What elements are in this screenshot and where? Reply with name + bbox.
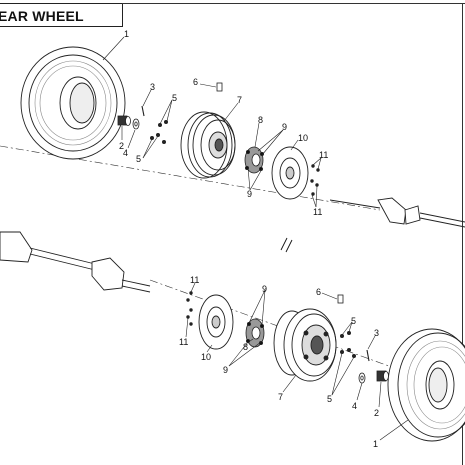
- callout-upper-screws-top: 11: [319, 150, 328, 160]
- callout-lower-pin: 3: [374, 328, 379, 338]
- callout-upper-studs-bottom: 9: [247, 189, 252, 199]
- callout-lower-washer: 4: [352, 401, 357, 411]
- upper-washer: [132, 118, 140, 130]
- upper-bolts: [150, 120, 168, 144]
- callout-upper-rim: 7: [237, 95, 242, 105]
- callout-upper-studs-top: 9: [282, 122, 287, 132]
- callout-lower-bolts-bottom: 5: [327, 394, 332, 404]
- upper-driveshaft: [329, 197, 465, 228]
- callout-upper-screws-bottom: 11: [313, 207, 322, 217]
- lower-rim: [273, 308, 337, 382]
- callout-lower-bolts-top: 5: [351, 316, 356, 326]
- callout-lower-rim: 7: [278, 392, 283, 402]
- upper-rim: [180, 111, 236, 179]
- lower-washer: [358, 372, 366, 384]
- callout-upper-pin: 3: [150, 82, 155, 92]
- callout-upper-disc: 10: [298, 133, 308, 143]
- callout-lower-tire: 1: [373, 439, 378, 449]
- callout-lower-nut: 2: [374, 408, 379, 418]
- lower-driveshaft: [0, 231, 151, 293]
- callout-lower-studs-top: 9: [262, 284, 267, 294]
- callout-lower-disc: 10: [201, 352, 211, 362]
- callout-lower-screws-top: 11: [190, 275, 199, 285]
- upper-nut: [117, 115, 131, 126]
- lower-disc: [198, 294, 234, 350]
- callouts-upper: 1 2 3 4 5 5 6 7 8 9 9 10 11 11: [119, 29, 328, 217]
- axis-lines: [0, 145, 401, 371]
- callouts-lower: 11 11 10 9 9 8 6 7 5 5 3 4 2 1: [179, 275, 379, 449]
- upper-tire: [20, 46, 126, 160]
- upper-screws: [310, 164, 320, 196]
- title-box: EAR WHEEL: [0, 3, 123, 27]
- break-marks: [280, 237, 293, 253]
- lower-valve: [337, 294, 344, 304]
- callout-upper-tire: 1: [124, 29, 129, 39]
- callout-upper-washer: 4: [123, 148, 128, 158]
- lower-bolts: [340, 331, 356, 358]
- callout-lower-valve: 6: [316, 287, 321, 297]
- lower-nut: [376, 370, 389, 382]
- leader-lines: [102, 36, 409, 441]
- frame-right-border: [462, 3, 463, 465]
- upper-hub: [244, 146, 264, 174]
- upper-disc: [271, 146, 309, 200]
- callout-lower-studs-bottom: 9: [223, 365, 228, 375]
- lower-pin: [366, 349, 370, 362]
- frame-top-border: [122, 3, 465, 4]
- callout-upper-hub: 8: [258, 115, 263, 125]
- callout-upper-bolts-bottom: 5: [136, 154, 141, 164]
- lower-screws: [186, 291, 193, 326]
- lower-tire: [387, 328, 465, 442]
- upper-valve: [216, 82, 223, 92]
- diagram-title: EAR WHEEL: [0, 8, 84, 24]
- callout-upper-bolts-top: 5: [172, 93, 177, 103]
- callout-upper-valve: 6: [193, 77, 198, 87]
- callout-lower-screws-bottom: 11: [179, 337, 188, 347]
- upper-pin: [141, 105, 145, 117]
- callout-upper-nut: 2: [119, 141, 124, 151]
- lower-hub: [245, 318, 265, 348]
- callout-lower-hub: 8: [243, 342, 248, 352]
